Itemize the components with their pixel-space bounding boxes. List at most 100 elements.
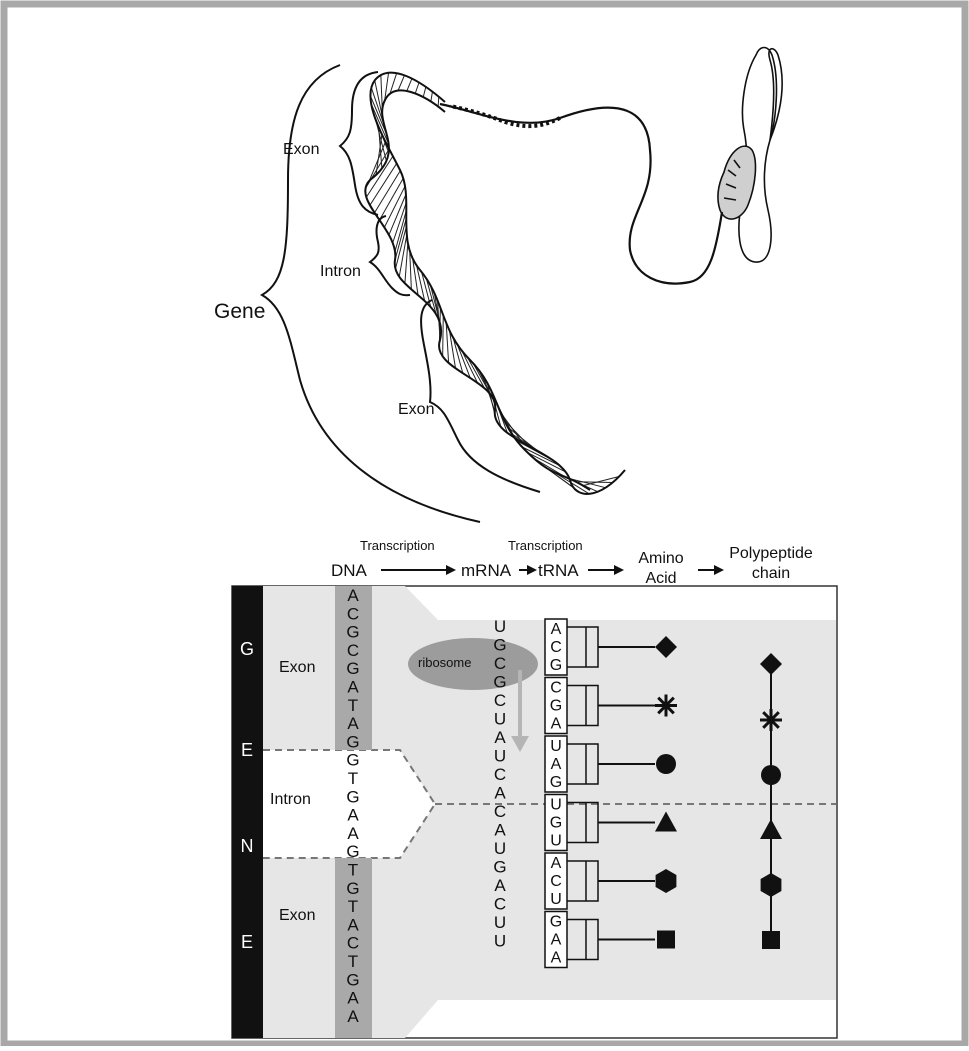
trna-base: U (550, 797, 562, 814)
dna-base: C (347, 934, 359, 953)
trna-base: G (550, 657, 562, 674)
gene-letter: E (241, 740, 253, 760)
trna-base: U (550, 833, 562, 850)
mrna-base: C (494, 802, 506, 821)
flow-amino-line1: Amino (638, 550, 683, 567)
exon1-label: Exon (283, 141, 319, 158)
mrna-base: U (494, 710, 506, 729)
base-pair-rung (569, 478, 606, 487)
trna-base: A (551, 855, 562, 872)
dna-base: A (347, 678, 359, 697)
amino-acid-square-icon (657, 931, 675, 949)
dna-base: T (348, 769, 358, 788)
trna-base: C (550, 639, 562, 656)
base-pair-rung (431, 92, 433, 102)
flow-arrowhead-4 (714, 565, 724, 575)
polypeptide-square-icon (762, 931, 780, 949)
mrna-base: A (494, 728, 506, 747)
trna-base: G (550, 774, 562, 791)
gene-label: Gene (214, 300, 265, 323)
dna-base: A (347, 824, 359, 843)
flow-arrowhead-3 (614, 565, 624, 575)
trna-base: A (551, 950, 562, 967)
dna-base: C (347, 641, 359, 660)
mrna-base: U (494, 839, 506, 858)
dna-base: T (348, 861, 358, 880)
mrna-base: A (494, 821, 506, 840)
dna-base: A (347, 989, 359, 1008)
mrna-base: U (494, 932, 506, 951)
mrna-base: G (493, 636, 506, 655)
exon1-brace (340, 72, 378, 215)
polypeptide-circle-icon (761, 765, 781, 785)
flow-amino-line2: Acid (645, 570, 676, 587)
dna-base: T (348, 696, 358, 715)
mrna-base: U (494, 747, 506, 766)
trna-base: G (550, 815, 562, 832)
mrna-base: C (494, 765, 506, 784)
base-pair-rung (366, 156, 393, 197)
gene-letter: G (240, 639, 254, 659)
mrna-base: C (494, 654, 506, 673)
process-flow-header: DNA Transcription mRNA Transcription tRN… (331, 538, 813, 587)
dna-base: G (346, 623, 359, 642)
trna-base: A (551, 932, 562, 949)
dna-base: T (348, 897, 358, 916)
flow-poly-line1: Polypeptide (729, 545, 813, 562)
dna-base: A (347, 1007, 359, 1026)
base-pair-rung (443, 315, 444, 356)
dna-base: A (347, 806, 359, 825)
base-pair-rung (438, 97, 439, 107)
mrna-base: A (494, 876, 506, 895)
chromatin-fiber-coil (450, 106, 560, 126)
dna-base: C (347, 604, 359, 623)
dna-base: A (347, 586, 359, 605)
flow-arrowhead-1 (446, 565, 456, 575)
dna-base: A (347, 915, 359, 934)
trna-base: A (551, 716, 562, 733)
mrna-base: G (493, 858, 506, 877)
mrna-base: C (494, 895, 506, 914)
dna-base: G (346, 751, 359, 770)
flow-transcription-2: Transcription (508, 538, 583, 553)
dna-base: T (348, 952, 358, 971)
mrna-base: G (493, 673, 506, 692)
panel-exon1-label: Exon (279, 659, 315, 676)
base-pair-rung (398, 75, 404, 90)
chromosome-icon (718, 48, 782, 263)
polypeptide-asterisk-icon (760, 709, 782, 731)
dna-base: G (346, 970, 359, 989)
ribosome-label: ribosome (418, 655, 471, 670)
dna-base: A (347, 714, 359, 733)
base-pair-rung (423, 87, 426, 97)
gene-letter: E (241, 932, 253, 952)
trna-base: C (550, 873, 562, 890)
flow-trna: tRNA (538, 561, 579, 580)
dna-helix-illustration: Gene Exon Intron Exon (214, 48, 782, 523)
flow-poly-line2: chain (752, 565, 790, 582)
dna-base: G (346, 787, 359, 806)
trna-base: G (550, 698, 562, 715)
dna-base: G (346, 732, 359, 751)
base-pair-rung (381, 75, 382, 109)
mrna-base: U (494, 913, 506, 932)
trna-base: A (551, 756, 562, 773)
trna-base: G (550, 914, 562, 931)
mrna-base: A (494, 784, 506, 803)
flow-arrowhead-2 (527, 565, 537, 575)
helix-backbone-2 (365, 90, 625, 493)
mrna-base: C (494, 691, 506, 710)
panel-intron-label: Intron (270, 791, 311, 808)
base-pair-rung (395, 219, 406, 260)
dna-base: G (346, 842, 359, 861)
intron-label: Intron (320, 263, 361, 280)
base-pair-rung (415, 82, 419, 93)
mrna-base: U (494, 617, 506, 636)
base-pair-rung (405, 243, 408, 284)
amino-acid-circle-icon (656, 754, 676, 774)
gene-letter: N (241, 836, 254, 856)
exon2-label: Exon (398, 401, 434, 418)
